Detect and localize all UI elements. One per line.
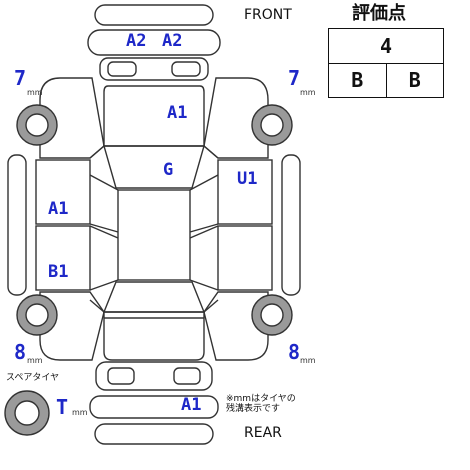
right-side-sill [281,154,301,296]
tire-rear-right [251,294,293,336]
tread-rear-right: 8 [288,340,301,364]
spare-tire-label: スペアタイヤ [6,373,60,383]
tread-front-left: 7 [14,66,27,90]
rear-window [102,281,206,313]
code-right-front-door: U1 [237,169,258,189]
windshield [103,145,205,189]
front-bumper [87,29,221,56]
code-hood: A1 [167,103,188,123]
tread-unit-front-right: mm [300,88,316,97]
tire-rear-left [16,294,58,336]
exterior-grade: B [328,62,387,98]
front-grille [99,57,209,81]
tread-rear-left: 8 [14,340,27,364]
right-rear-door [217,225,273,291]
tread-unit-front-left: mm [27,88,43,97]
left-rear-quarter [39,291,105,361]
code-left-front-door: A1 [48,199,69,219]
rear-panel [95,361,213,391]
front-label: FRONT [244,7,292,23]
left-front-fender [39,77,105,159]
left-front-door [35,159,91,225]
rear-label: REAR [244,425,282,441]
tread-front-right: 7 [288,66,301,90]
code-front-bumper-right: A2 [162,31,183,51]
hood-panel [103,85,205,147]
overall-score: 4 [328,28,444,64]
headlight-left [107,61,137,77]
left-rear-door [35,225,91,291]
tire-spare [4,390,50,436]
tire-front-left [16,104,58,146]
tread-unit-spare: mm [72,408,88,417]
left-side-sill [7,154,27,296]
tread-footnote: ※mmはタイヤの 残溝表示です [226,394,296,415]
interior-grade: B [385,62,444,98]
tire-front-right [251,104,293,146]
trunk-panel [103,311,205,361]
taillight-right [173,367,201,385]
right-front-door [217,159,273,225]
right-rear-quarter [203,291,269,361]
rear-bumper [89,395,219,419]
roof-panel [117,189,191,281]
code-roof: G [163,160,174,180]
tread-spare: T [56,395,69,419]
right-front-fender [203,77,269,159]
tread-unit-rear-right: mm [300,356,316,365]
code-front-bumper-left: A2 [126,31,147,51]
front-bumper-top [94,4,214,26]
score-title: 評価点 [352,3,406,24]
tread-unit-rear-left: mm [27,356,43,365]
headlight-right [171,61,201,77]
rear-bumper-bottom [94,423,214,445]
code-left-rear-door: B1 [48,262,69,282]
code-rear-bumper: A1 [181,395,202,415]
score-table: 4 B B [328,28,444,98]
taillight-left [107,367,135,385]
